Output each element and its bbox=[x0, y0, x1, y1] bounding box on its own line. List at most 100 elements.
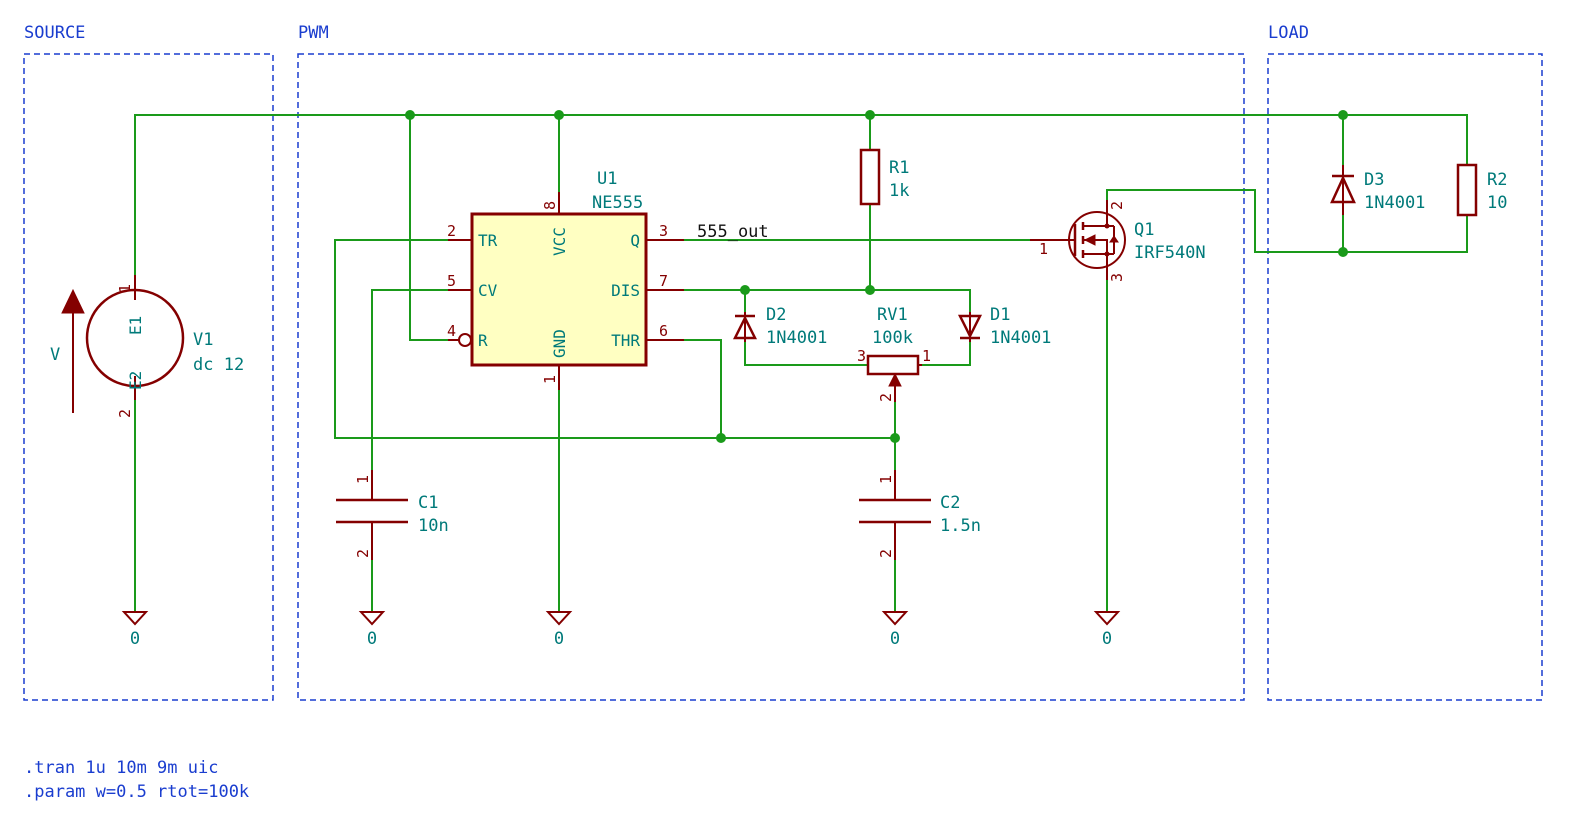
rv1-reference: RV1 bbox=[877, 305, 908, 325]
r1-reference: R1 bbox=[889, 158, 909, 178]
ground-label: 0 bbox=[130, 629, 140, 649]
d2-value: 1N4001 bbox=[766, 328, 827, 348]
rv1-pin-left: 3 bbox=[857, 347, 866, 365]
u1-pin-num-thr: 6 bbox=[659, 322, 668, 340]
d2-diode[interactable]: D2 1N4001 bbox=[732, 305, 827, 348]
u1-pin-num-gnd: 1 bbox=[541, 375, 559, 384]
sheet-source: SOURCE bbox=[23, 23, 274, 701]
d1-diode[interactable]: D1 1N4001 bbox=[957, 305, 1051, 348]
c1-value: 10n bbox=[418, 516, 449, 536]
mosfet-body-arrow-icon bbox=[1083, 234, 1096, 246]
q1-reference: Q1 bbox=[1134, 220, 1154, 240]
r2-value: 10 bbox=[1487, 193, 1507, 213]
d2-reference: D2 bbox=[766, 305, 786, 325]
sheet-title-source: SOURCE bbox=[24, 23, 85, 43]
u1-pin-num-q: 3 bbox=[659, 222, 668, 240]
ground-icon: 0 bbox=[881, 611, 909, 649]
u1-pin-name-vcc: VCC bbox=[550, 227, 569, 256]
u1-pin-name-r: R bbox=[478, 331, 488, 350]
junction bbox=[1338, 247, 1348, 257]
d3-reference: D3 bbox=[1364, 170, 1384, 190]
body-diode-icon bbox=[1109, 235, 1119, 243]
r1-resistor[interactable]: R1 1k bbox=[859, 148, 909, 206]
junction bbox=[890, 433, 900, 443]
u1-value: NE555 bbox=[592, 193, 643, 213]
r1-value: 1k bbox=[889, 181, 909, 201]
ground-icon: 0 bbox=[121, 611, 149, 649]
q1-pin-source: 3 bbox=[1108, 273, 1126, 282]
ground-label: 0 bbox=[1102, 629, 1112, 649]
sheet-pwm: PWM bbox=[297, 23, 1245, 701]
junction bbox=[554, 110, 564, 120]
v1-pin-name-bottom: E2 bbox=[126, 371, 145, 390]
sheet-load: LOAD bbox=[1267, 23, 1543, 701]
v1-pin-top: 1 bbox=[116, 284, 134, 293]
spice-directive-param: .param w=0.5 rtot=100k bbox=[24, 782, 249, 802]
u1-pin-name-tr: TR bbox=[478, 231, 498, 250]
ground-icon: 0 bbox=[358, 611, 386, 649]
arrow-up-icon bbox=[61, 288, 85, 314]
c2-pin-top: 1 bbox=[877, 475, 895, 484]
ground-label: 0 bbox=[890, 629, 900, 649]
q1-pin-gate: 1 bbox=[1039, 240, 1048, 258]
ground-label: 0 bbox=[367, 629, 377, 649]
c2-capacitor[interactable]: 1 2 C2 1.5n bbox=[859, 470, 981, 560]
sheet-title-pwm: PWM bbox=[298, 23, 329, 43]
u1-pin-name-thr: THR bbox=[611, 331, 640, 350]
v1-pin-bottom: 2 bbox=[116, 409, 134, 418]
wires bbox=[134, 114, 1468, 613]
v1-pin-name-top: E1 bbox=[126, 316, 145, 335]
rv1-value: 100k bbox=[872, 328, 913, 348]
inverted-pin-bubble-icon bbox=[458, 333, 472, 347]
junction bbox=[716, 433, 726, 443]
u1-ne555-timer[interactable]: 2 5 4 8 1 3 7 6 TR CV R VCC GND Q DIS TH… bbox=[447, 169, 684, 390]
junction bbox=[740, 285, 750, 295]
junction bbox=[865, 110, 875, 120]
r2-resistor[interactable]: R2 10 bbox=[1456, 163, 1507, 217]
u1-pin-name-q: Q bbox=[630, 231, 640, 250]
u1-pin-name-gnd: GND bbox=[550, 329, 569, 358]
u1-pin-num-r: 4 bbox=[447, 322, 456, 340]
rv1-pin-right: 1 bbox=[922, 347, 931, 365]
q1-value: IRF540N bbox=[1134, 243, 1206, 263]
u1-pin-num-vcc: 8 bbox=[541, 201, 559, 210]
c1-capacitor[interactable]: 1 2 C1 10n bbox=[336, 470, 449, 560]
r2-reference: R2 bbox=[1487, 170, 1507, 190]
junctions bbox=[405, 110, 1348, 443]
ground-icon: 0 bbox=[1093, 611, 1121, 649]
d1-value: 1N4001 bbox=[990, 328, 1051, 348]
ground-label: 0 bbox=[554, 629, 564, 649]
d1-reference: D1 bbox=[990, 305, 1010, 325]
u1-pin-num-cv: 5 bbox=[447, 272, 456, 290]
c1-reference: C1 bbox=[418, 493, 438, 513]
rv1-potentiometer[interactable]: 3 1 2 RV1 100k bbox=[857, 305, 931, 402]
ground-icon: 0 bbox=[545, 611, 573, 649]
q1-mosfet[interactable]: 1 2 3 Q1 IRF540N bbox=[1030, 200, 1206, 282]
d3-diode[interactable]: D3 1N4001 bbox=[1330, 165, 1425, 215]
c1-pin-top: 1 bbox=[354, 475, 372, 484]
spice-directive-tran: .tran 1u 10m 9m uic bbox=[24, 758, 218, 778]
junction bbox=[865, 285, 875, 295]
v1-reference: V1 bbox=[193, 330, 213, 350]
v1-arrow-label: V bbox=[50, 345, 60, 365]
c2-reference: C2 bbox=[940, 493, 960, 513]
junction bbox=[405, 110, 415, 120]
d3-value: 1N4001 bbox=[1364, 193, 1425, 213]
u1-reference: U1 bbox=[597, 169, 617, 189]
c1-pin-bottom: 2 bbox=[354, 549, 372, 558]
c2-value: 1.5n bbox=[940, 516, 981, 536]
wiper-arrow-icon bbox=[888, 372, 902, 387]
sheet-title-load: LOAD bbox=[1268, 23, 1309, 43]
u1-pin-num-dis: 7 bbox=[659, 272, 668, 290]
rv1-pin-wiper: 2 bbox=[877, 393, 895, 402]
c2-pin-bottom: 2 bbox=[877, 549, 895, 558]
u1-pin-num-tr: 2 bbox=[447, 222, 456, 240]
u1-pin-name-cv: CV bbox=[478, 281, 498, 300]
u1-pin-name-dis: DIS bbox=[611, 281, 640, 300]
ground-symbols: 0 0 0 0 0 bbox=[121, 611, 1121, 649]
net-label-555-out: 555_out bbox=[697, 222, 769, 242]
v1-voltage-source[interactable]: 1 2 E1 E2 V V1 dc 12 bbox=[50, 275, 244, 418]
q1-pin-drain: 2 bbox=[1108, 201, 1126, 210]
v1-value: dc 12 bbox=[193, 355, 244, 375]
